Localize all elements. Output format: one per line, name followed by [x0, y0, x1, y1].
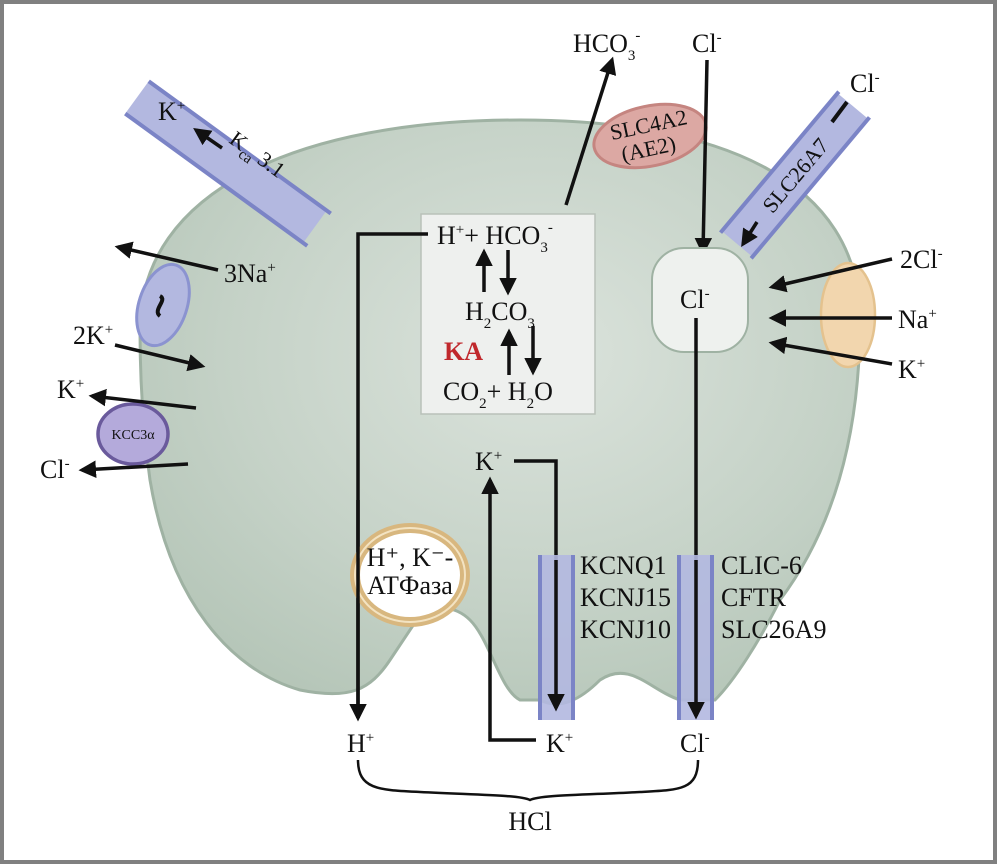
- kcc3a-label: KCC3α: [111, 428, 155, 443]
- h-lumen-label: H+: [347, 729, 374, 758]
- k-influx-arrow: [114, 343, 206, 372]
- cl-channel-name-1: CLIC-6: [721, 551, 802, 580]
- k-lumen-label: K+: [546, 729, 573, 758]
- hco3-efflux-arrow: [564, 56, 617, 206]
- hcl-label: HCl: [508, 807, 551, 836]
- cl-lumen-label: Cl-: [680, 729, 710, 758]
- kcc3a-cotransporter: KCC3α: [96, 402, 170, 466]
- na-k-atpase: [135, 262, 191, 348]
- k-influx-label: 2K+: [73, 321, 113, 350]
- hcl-brace: [356, 759, 700, 802]
- cl-in-top-label: Cl-: [692, 29, 722, 58]
- carbonic-anhydrase-reaction-box: [420, 213, 596, 415]
- cl-channel-name-3: SLC26A9: [721, 615, 826, 644]
- kcc-k-efflux-arrow: [88, 388, 197, 410]
- carbonic-anhydrase-label: KA: [444, 337, 483, 366]
- chloride-vesicle: [651, 247, 749, 353]
- na-efflux-arrow: [114, 241, 219, 272]
- slc26a7-cl-label: Cl-: [850, 69, 880, 98]
- k-recycle-up-arrow: [481, 476, 536, 742]
- kcc-cl-label: Cl-: [40, 455, 70, 484]
- slc26a7-outer-arrow: [830, 100, 849, 124]
- na-efflux-label: 3Na+: [224, 259, 276, 288]
- kca-k-label: K+: [158, 97, 185, 126]
- nkcc-2cl-label: 2Cl-: [900, 245, 943, 274]
- kcc-cl-efflux-arrow: [78, 460, 189, 478]
- nkcc-k-arrow: [768, 336, 893, 366]
- nkcc-cotransporter: [819, 261, 877, 369]
- nkcc-na-label: Na+: [898, 305, 937, 334]
- slc26a7-inner-arrow: [741, 221, 759, 247]
- hco3-out-label: HCO3-: [573, 28, 640, 64]
- k-channel-name-1: KCNQ1: [580, 551, 667, 580]
- kca-k-arrow: [193, 128, 223, 150]
- reaction-line-2: H2CO3: [465, 297, 535, 332]
- kcc-k-label: K+: [57, 375, 84, 404]
- reaction-line-1: H++ HCO3-: [437, 220, 553, 256]
- k-channel-name-2: KCNJ15: [580, 583, 671, 612]
- h-k-atpase-line1: H⁺, K⁻-: [367, 543, 454, 572]
- nkcc-k-label: K+: [898, 355, 925, 384]
- reaction-line-3: CO2+ H2O: [443, 377, 553, 412]
- h-k-atpase: H⁺, K⁻- ATФаза: [350, 523, 470, 627]
- nkcc-cl-arrow: [768, 257, 893, 293]
- cl-influx-arrow: [694, 59, 713, 256]
- chloride-vesicle-label: Cl-: [680, 285, 710, 314]
- k-recycle-top-label: K+: [475, 447, 502, 476]
- kca31-channel: [124, 79, 332, 248]
- k-channel-name-3: KCNJ10: [580, 615, 671, 644]
- h-k-atpase-line2: ATФаза: [367, 571, 453, 600]
- cl-channel-name-2: CFTR: [721, 583, 787, 612]
